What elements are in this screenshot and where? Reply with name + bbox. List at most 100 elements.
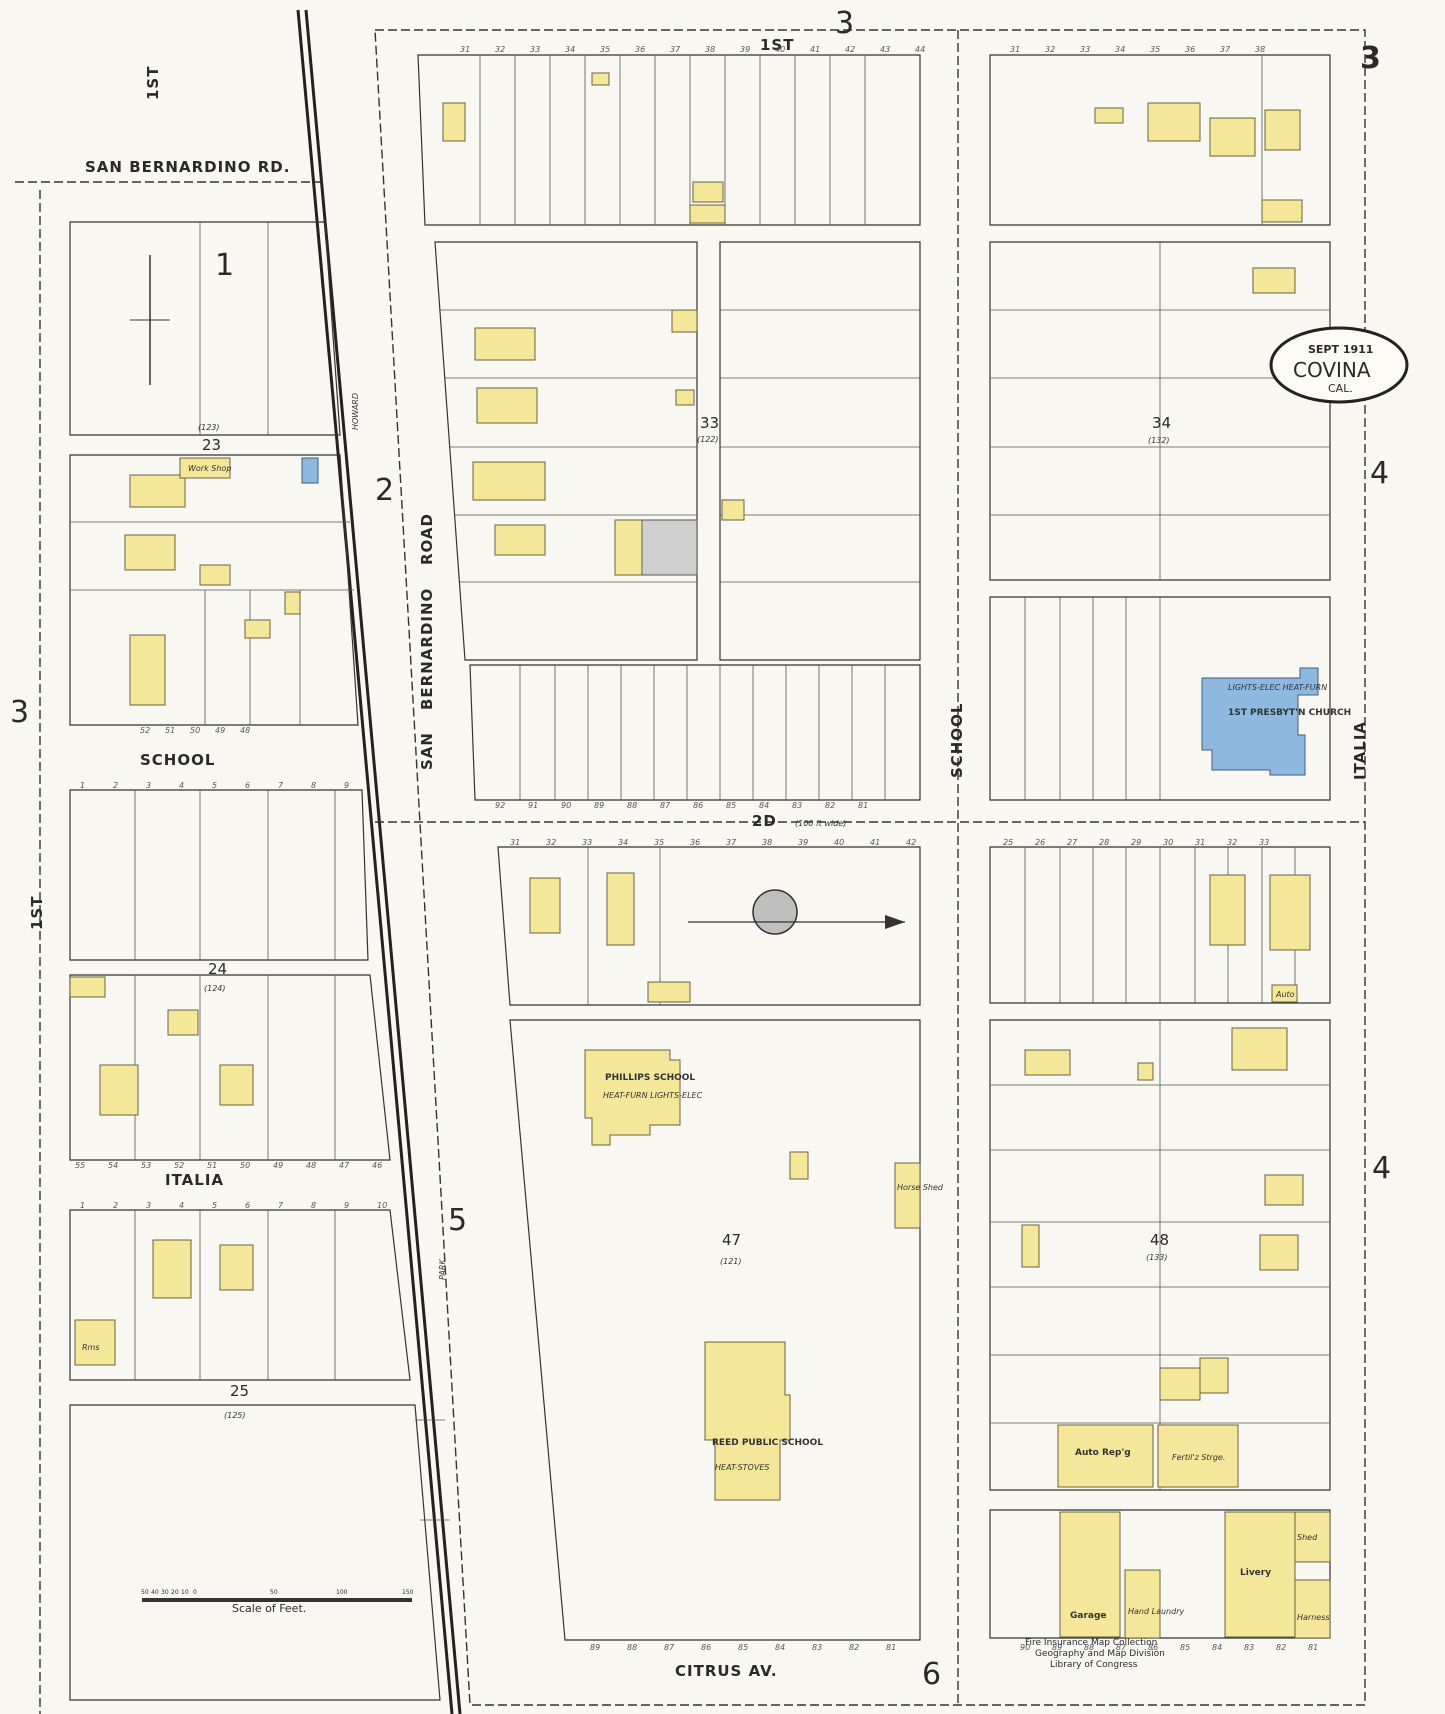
block-2d-strip xyxy=(469,664,921,801)
block-34-sub: (132) xyxy=(1148,436,1170,445)
dwelling xyxy=(472,461,546,501)
hand-laundry-label: Hand Laundry xyxy=(1128,1607,1184,1616)
lot-number: 28 xyxy=(1099,838,1109,847)
lot-number: 2 xyxy=(113,1201,118,1210)
dwelling xyxy=(474,327,536,361)
dwelling xyxy=(1264,1174,1304,1206)
lot-number: 51 xyxy=(165,726,175,735)
lot-number: 33 xyxy=(1259,838,1269,847)
lot-number: 33 xyxy=(582,838,592,847)
lot-number: 31 xyxy=(1010,45,1020,54)
auto-shed xyxy=(675,389,695,406)
lot-number: 37 xyxy=(726,838,737,847)
lot-number: 3 xyxy=(146,781,151,790)
dwelling xyxy=(442,102,466,142)
harness-label: Harness xyxy=(1297,1613,1330,1622)
lot-number: 30 xyxy=(1163,838,1173,847)
outbuilding xyxy=(692,181,724,203)
lot-number: 81 xyxy=(886,1643,896,1652)
lot-number: 4 xyxy=(179,1201,184,1210)
block-33-label: 33 xyxy=(700,414,719,432)
stamp-city: COVINA xyxy=(1293,358,1371,382)
auto-repg-label: Auto Rep'g xyxy=(1075,1448,1131,1458)
archive-stamp-line-1: Fire Insurance Map Collection xyxy=(1025,1638,1157,1648)
lot-number: 27 xyxy=(1067,838,1078,847)
block-34-label: 34 xyxy=(1152,414,1171,432)
dwelling xyxy=(476,387,538,424)
work-shop-label: Work Shop xyxy=(188,464,231,473)
scale-tick: 50 xyxy=(141,1589,149,1596)
dwelling xyxy=(1209,874,1246,946)
sheet-boundaries xyxy=(15,29,1366,1714)
outbuilding xyxy=(1021,1224,1040,1268)
lot-number: 81 xyxy=(858,801,868,810)
lot-number: 53 xyxy=(141,1161,151,1170)
dwelling xyxy=(1269,874,1311,951)
presbyterian-church xyxy=(1201,667,1319,776)
sheet-number: 3 xyxy=(1360,41,1381,76)
lot-number: 31 xyxy=(460,45,470,54)
lot-number: 92 xyxy=(495,801,505,810)
fertilz-label: Fertil'z Strge. xyxy=(1172,1453,1225,1462)
dwelling xyxy=(1024,1049,1071,1076)
lot-number: 41 xyxy=(810,45,820,54)
dwelling xyxy=(219,1064,254,1106)
lot-number: 84 xyxy=(759,801,769,810)
archive-stamp-line-2: Geography and Map Division xyxy=(1035,1649,1165,1659)
block-33-sub: (122) xyxy=(697,435,719,444)
harness-shop xyxy=(1294,1579,1331,1639)
lot-number: 38 xyxy=(762,838,772,847)
scale-tick: 50 xyxy=(270,1589,278,1596)
block-23-label: 23 xyxy=(202,436,221,454)
scale-tick: 30 xyxy=(161,1589,169,1596)
scale-tick: 20 xyxy=(171,1589,179,1596)
adjacent-sheet-numbers: 3 3 2 5 6 4 4 3 xyxy=(10,6,1391,1692)
lot-number: 51 xyxy=(207,1161,217,1170)
lot-number: 35 xyxy=(600,45,610,54)
lot-number: 87 xyxy=(664,1643,675,1652)
lot-number: 44 xyxy=(915,45,925,54)
horse-shed-label: Horse Shed xyxy=(897,1183,944,1192)
lot-number: 9 xyxy=(344,1201,349,1210)
lot-number: 46 xyxy=(372,1161,382,1170)
scale-tick: 0 xyxy=(193,1589,197,1596)
block-47-top xyxy=(497,846,921,1006)
compass-rose xyxy=(752,889,798,935)
stamp-state: CAL. xyxy=(1328,382,1353,395)
lot-number: 83 xyxy=(792,801,802,810)
outbuilding xyxy=(1159,1367,1201,1401)
auto-shed xyxy=(1271,984,1298,1003)
garage-label: Garage xyxy=(1070,1611,1107,1621)
adj-sheet-lower-mid: 5 xyxy=(448,1203,467,1238)
street-labels: SAN BERNARDINO RD. SCHOOL ITALIA CITRUS … xyxy=(28,36,1369,1680)
lot-number: 50 xyxy=(240,1161,250,1170)
block-23: Work Shop xyxy=(69,454,359,726)
block-1-label: 1 xyxy=(215,248,234,283)
block-48: Auto Rep'g Fertil'z Strge. xyxy=(989,1019,1331,1491)
lot-number: 85 xyxy=(726,801,736,810)
lot-number: 83 xyxy=(1244,1643,1254,1652)
lot-number: 5 xyxy=(212,781,217,790)
lot-number: 87 xyxy=(1116,1643,1127,1652)
lot-number: 29 xyxy=(1131,838,1141,847)
outbuilding xyxy=(789,1151,809,1180)
rms-label: Rms xyxy=(82,1343,100,1352)
lot-number: 55 xyxy=(75,1161,85,1170)
block-23-sub: (123) xyxy=(198,423,220,432)
block-47-sub: (121) xyxy=(720,1257,742,1266)
block-church: 1ST PRESBYT'N CHURCH LIGHTS-ELEC HEAT-FU… xyxy=(989,596,1351,801)
lot-number: 83 xyxy=(812,1643,822,1652)
lot-number: 88 xyxy=(627,801,637,810)
lot-number: 82 xyxy=(825,801,835,810)
street-school-left: SCHOOL xyxy=(140,751,215,769)
street-san-road-3: ROAD xyxy=(418,513,436,565)
lot-number: 35 xyxy=(654,838,664,847)
adj-sheet-middle: 2 xyxy=(375,473,394,508)
outbuilding xyxy=(69,976,106,998)
street-italia-right: ITALIA xyxy=(1351,721,1369,780)
lot-number: 90 xyxy=(561,801,571,810)
dwelling xyxy=(1147,102,1201,142)
lot-number: 48 xyxy=(306,1161,316,1170)
iron-clad-building xyxy=(641,519,698,576)
